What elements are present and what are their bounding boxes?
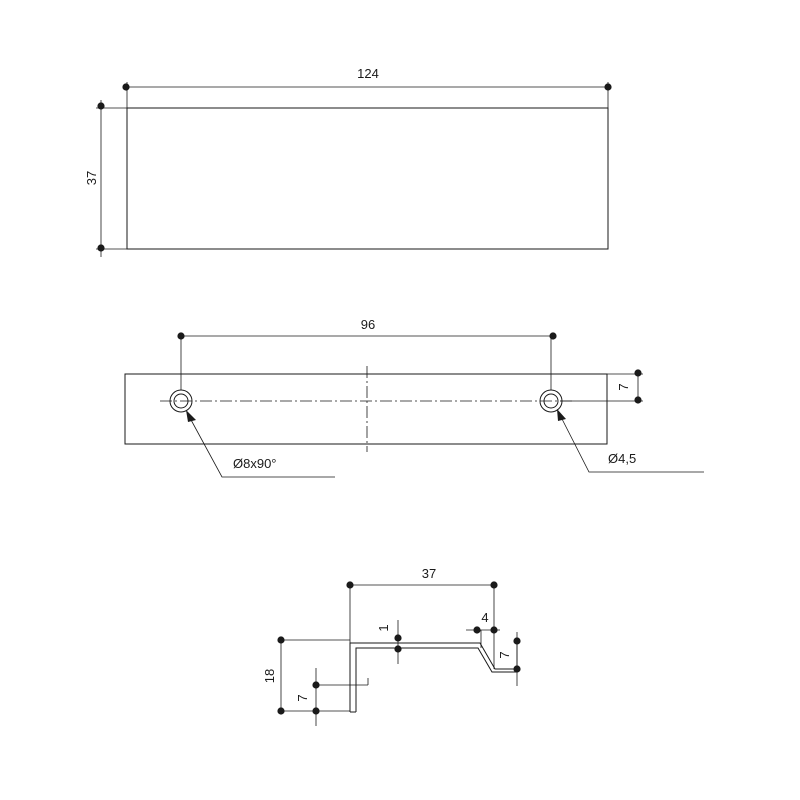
side-lower-offset-label: 7	[295, 694, 310, 701]
countersink-leader: Ø8x90°	[186, 410, 335, 478]
profile-inner	[355, 647, 517, 712]
hole-spacing-label: 96	[361, 317, 375, 332]
side-width-dimension: 37	[346, 566, 498, 643]
hole-leader: Ø4,5	[557, 409, 704, 473]
front-view-outline	[124, 373, 608, 445]
front-view: 96 7 Ø8x90° Ø4,5	[124, 317, 704, 478]
top-view: 124 37	[84, 66, 612, 257]
profile-outer	[349, 642, 517, 712]
hole-offset-dimension: 7	[560, 369, 643, 404]
countersink-label: Ø8x90°	[233, 456, 277, 471]
side-thickness-dimension: 1	[376, 620, 402, 664]
side-lip-height-label: 7	[497, 651, 512, 658]
top-height-dimension: 37	[84, 100, 127, 257]
side-profile: 37 18 7 1	[262, 566, 521, 726]
side-lip-label: 4	[481, 610, 488, 625]
side-lower-offset-dimension: 7	[295, 668, 369, 726]
top-width-dimension: 124	[122, 66, 612, 108]
hole-spacing-dimension: 96	[177, 317, 557, 390]
hole-offset-label: 7	[616, 383, 631, 390]
side-height-dimension: 18	[262, 636, 350, 715]
top-width-label: 124	[357, 66, 379, 81]
top-height-label: 37	[84, 171, 99, 185]
top-view-outline	[126, 107, 609, 250]
side-lip-dimension: 4	[466, 610, 500, 634]
hole-label: Ø4,5	[608, 451, 636, 466]
side-thickness-label: 1	[376, 624, 391, 631]
side-height-label: 18	[262, 669, 277, 683]
side-lip-height-dimension: 7	[497, 632, 521, 686]
side-width-label: 37	[422, 566, 436, 581]
